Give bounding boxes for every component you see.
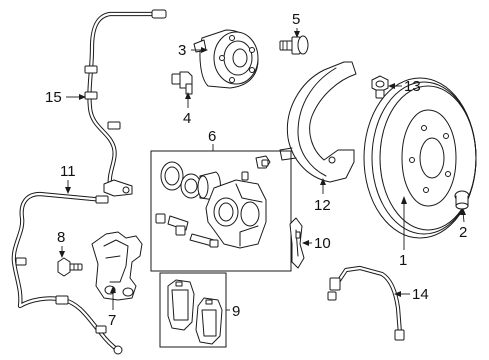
callout-3: 3: [178, 42, 186, 59]
callout-7: 7: [108, 312, 116, 329]
part-1-brake-rotor: [363, 77, 477, 239]
part-14-brake-hose: [327, 265, 405, 341]
callout-14: 14: [412, 286, 429, 303]
callout-5: 5: [292, 11, 300, 28]
part-2-bolt: [454, 190, 470, 210]
part-13-bolt: [371, 75, 389, 99]
part-8-bolt: [57, 257, 83, 277]
callout-8: 8: [57, 229, 65, 246]
leader-lines: [59, 28, 466, 311]
part-3-wheel-hub: [193, 29, 259, 89]
part-10-pad-spring: [289, 217, 305, 269]
part-11-speed-sensor-cable: [11, 191, 123, 355]
callout-4: 4: [183, 110, 191, 127]
callout-2: 2: [459, 224, 467, 241]
callout-10: 10: [314, 235, 331, 252]
callout-15: 15: [45, 89, 62, 106]
callout-12: 12: [314, 197, 331, 214]
part-12-dust-shield: [279, 61, 357, 183]
callout-11: 11: [60, 163, 76, 180]
part-5-hub-bolt: [279, 35, 309, 55]
callout-1: 1: [399, 252, 407, 269]
part-7-caliper-bracket: [91, 231, 143, 301]
part-9-brake-pads: [159, 272, 227, 348]
part-15-speed-sensor-cable: [84, 9, 167, 197]
part-4-bolt: [171, 71, 193, 95]
callout-13: 13: [404, 78, 421, 95]
part-6-caliper-kit: [150, 150, 292, 272]
callout-6: 6: [208, 128, 216, 145]
callout-9: 9: [232, 303, 240, 320]
